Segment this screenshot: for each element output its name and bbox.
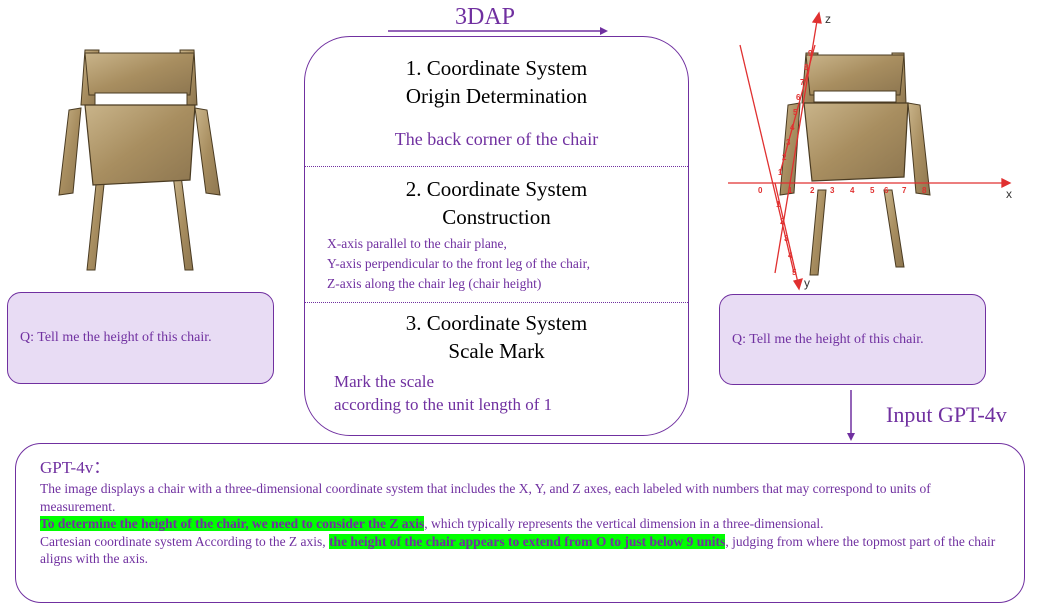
y-tick-label: 4 <box>788 251 793 260</box>
step-1-title-line1: 1. Coordinate System <box>405 56 588 80</box>
step-2-title-line1: 2. Coordinate System <box>405 177 588 201</box>
z-tick-label: 6 <box>796 93 801 102</box>
z-axis-label: z <box>825 12 831 26</box>
step-divider-1 <box>305 166 688 167</box>
step-2-title-line2: Construction <box>442 205 551 229</box>
chair-image <box>58 49 221 271</box>
title-arrow <box>388 27 608 35</box>
step-2-desc-line: Y-axis perpendicular to the front leg of… <box>327 256 590 271</box>
y-tick-label: 5 <box>792 268 797 277</box>
x-tick-label: 1 <box>788 186 793 195</box>
step-3-title-line1: 3. Coordinate System <box>405 311 588 335</box>
input-arrow <box>847 390 855 441</box>
response-paragraph-1: The image displays a chair with a three-… <box>40 481 931 514</box>
question-box-left: Q: Tell me the height of this chair. <box>7 292 274 384</box>
y-tick-label: 1 <box>776 200 781 209</box>
axis-origin-label: 0 <box>758 186 763 195</box>
question-text-right: Q: Tell me the height of this chair. <box>732 331 924 347</box>
pipeline-title: 3DAP <box>455 4 516 30</box>
z-tick-label: 9 <box>808 49 813 58</box>
x-tick-label: 2 <box>810 186 815 195</box>
step-1-desc: The back corner of the chair <box>394 129 599 149</box>
response-heading: GPT-4v： <box>40 458 111 477</box>
step-1-title-line2: Origin Determination <box>405 84 588 108</box>
step-2-desc-line: X-axis parallel to the chair plane, <box>327 236 507 251</box>
step-2-desc: X-axis parallel to the chair plane, Y-ax… <box>327 234 590 294</box>
x-axis-label: x <box>1006 187 1012 201</box>
x-tick-label: 5 <box>870 186 875 195</box>
response-paragraph-2: , which typically represents the vertica… <box>424 516 824 531</box>
x-tick-label: 3 <box>830 186 835 195</box>
z-tick-label: 1 <box>778 168 783 177</box>
step-3-desc-line: according to the unit length of 1 <box>334 395 553 414</box>
step-3-title-line2: Scale Mark <box>448 339 545 363</box>
x-tick-label: 6 <box>884 186 889 195</box>
step-divider-2 <box>305 302 688 303</box>
x-tick-label: 8 <box>922 186 927 195</box>
z-tick-label: 3 <box>786 138 791 147</box>
z-tick-label: 2 <box>782 153 787 162</box>
z-tick-label: 5 <box>793 108 798 117</box>
y-tick-label: 2 <box>780 217 785 226</box>
question-box-right: Q: Tell me the height of this chair. <box>719 294 986 385</box>
y-axis-label: y <box>804 276 810 290</box>
z-tick-label: 7 <box>800 78 805 87</box>
x-tick-label: 7 <box>902 186 907 195</box>
question-text-left: Q: Tell me the height of this chair. <box>20 330 212 345</box>
input-gpt4v-label: Input GPT-4v <box>886 402 1007 427</box>
step-2-desc-line: Z-axis along the chair leg (chair height… <box>327 276 542 291</box>
response-highlight-1: To determine the height of the chair, we… <box>40 516 425 531</box>
step-3-desc: Mark the scale according to the unit len… <box>334 370 552 416</box>
step-3-desc-line: Mark the scale <box>334 372 435 391</box>
response-paragraph-3-end: , judging from where the topmost part of… <box>40 533 996 567</box>
gpt4v-response-box: GPT-4v： The image displays a chair with … <box>15 443 1025 603</box>
response-paragraph-3: Cartesian coordinate system According to… <box>40 533 330 549</box>
y-tick-label: 3 <box>784 234 789 243</box>
steps-panel: 1. Coordinate System Origin Determinatio… <box>304 36 689 436</box>
response-text: The image displays a chair with a three-… <box>40 480 1002 568</box>
z-tick-label: 4 <box>790 123 795 132</box>
z-tick-label: 8 <box>804 63 809 72</box>
response-highlight-2: the height of the chair appears to exten… <box>329 533 726 549</box>
chair-with-axes-image: 0 1 2 3 4 5 6 7 8 1 2 3 4 5 1 2 3 4 5 6 … <box>728 11 1012 291</box>
x-tick-label: 4 <box>850 186 855 195</box>
